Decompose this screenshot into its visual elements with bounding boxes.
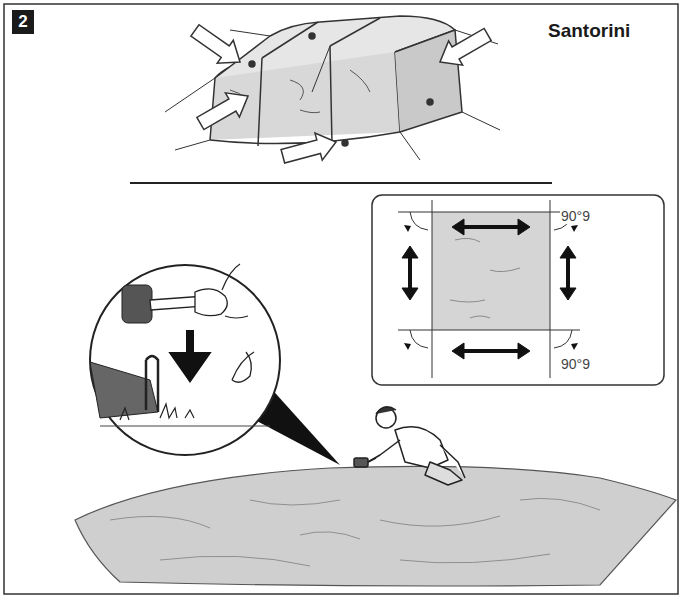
- ground-sheet: [75, 466, 676, 586]
- angle-label: 90°9: [560, 356, 591, 372]
- direction-arrows: [187, 19, 495, 170]
- separator: [130, 182, 552, 184]
- step-number: 2: [18, 12, 27, 32]
- angle-label: 90°9: [560, 208, 591, 224]
- square-inset: [372, 195, 664, 385]
- detail-circle: [90, 264, 280, 455]
- kneeling-person: [354, 407, 465, 485]
- title: Santorini: [548, 20, 630, 42]
- tent-drawing: [165, 16, 500, 160]
- frame: [4, 4, 678, 594]
- step-number-box: 2: [12, 10, 34, 34]
